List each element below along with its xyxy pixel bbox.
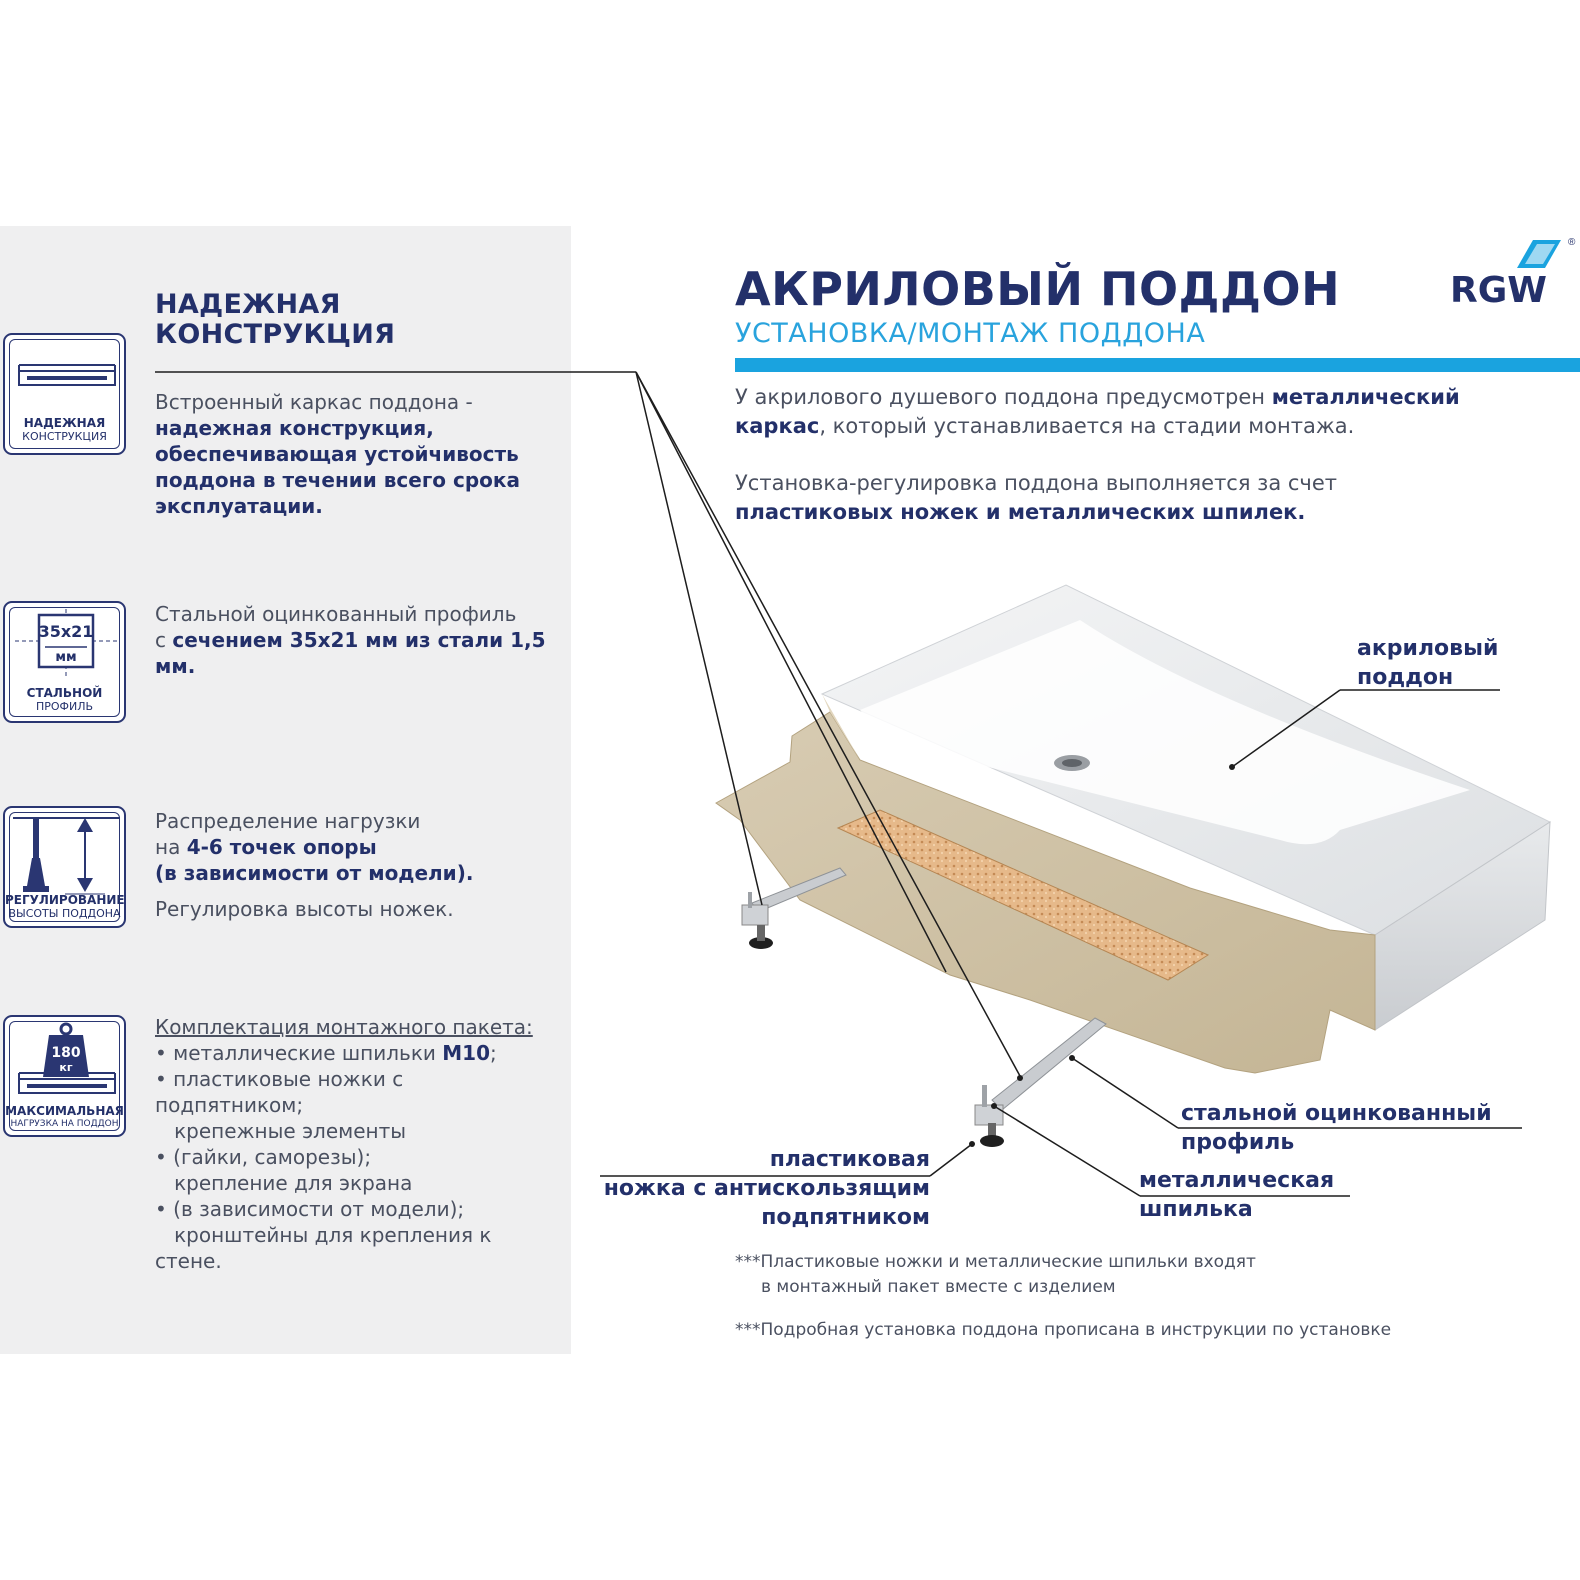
intro-paragraph-2: Установка-регулировка поддона выполняетс…	[735, 471, 1337, 524]
footnote-kit: ***Пластиковые ножки и металлические шпи…	[735, 1252, 1256, 1297]
frame-icon: НАДЕЖНАЯ КОНСТРУКЦИЯ	[3, 333, 126, 455]
callout-plastic-foot: пластиковая ножка с антискользящим подпя…	[603, 1147, 930, 1230]
svg-text:мм: мм	[55, 650, 76, 665]
steel-profile-icon: 35х21 мм СТАЛЬНОЙ ПРОФИЛЬ	[3, 601, 126, 723]
block-construction-text: Встроенный каркас поддона - надежная кон…	[155, 390, 520, 518]
svg-text:180: 180	[51, 1045, 80, 1061]
section-heading: НАДЕЖНАЯ КОНСТРУКЦИЯ	[155, 289, 396, 350]
callout-steel-profile: стальной оцинкованный профиль	[1181, 1101, 1492, 1155]
intro-paragraph-1: У акрилового душевого поддона предусмотр…	[735, 385, 1460, 438]
svg-text:кг: кг	[59, 1061, 72, 1074]
block-profile-text: Стальной оцинкованный профиль с сечением…	[155, 602, 546, 678]
footnote-instructions: ***Подробная установка поддона прописана…	[735, 1320, 1392, 1340]
svg-text:35х21: 35х21	[39, 622, 94, 641]
callout-acrylic-tray: акриловый поддон	[1357, 636, 1499, 690]
block-kit-text: Комплектация монтажного пакета: • металл…	[155, 1015, 533, 1273]
brand-logo-icon	[1517, 240, 1561, 268]
block-load-text: Распределение нагрузки на 4-6 точек опор…	[155, 809, 474, 921]
brand-logo: RGW	[1450, 270, 1547, 311]
height-adjust-icon: РЕГУЛИРОВАНИЕ ВЫСОТЫ ПОДДОНА	[3, 806, 126, 928]
page-subtitle: УСТАНОВКА/МОНТАЖ ПОДДОНА	[735, 318, 1206, 349]
page-title: АКРИЛОВЫЙ ПОДДОН	[735, 262, 1341, 316]
weight-icon: 180 кг МАКСИМАЛЬНАЯ НАГРУЗКА НА ПОДДОН	[3, 1015, 126, 1137]
registered-mark: ®	[1568, 237, 1576, 248]
title-underline	[735, 358, 1580, 372]
callout-metal-stud: металлическая шпилька	[1139, 1168, 1335, 1222]
